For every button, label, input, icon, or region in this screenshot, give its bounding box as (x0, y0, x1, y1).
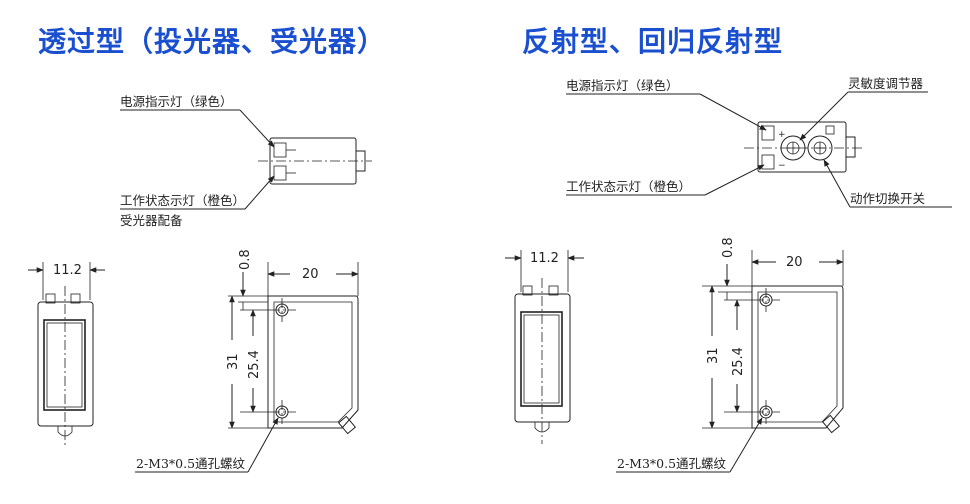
left-height-dim: 31 (226, 353, 241, 370)
right-length-dim: 20 (786, 255, 803, 270)
right-width-dim: 11.2 (530, 251, 559, 266)
left-front-view: 11.2 (28, 262, 105, 446)
left-hole-note: 2-M3*0.5通孔螺纹 (136, 456, 246, 471)
right-front-led-1 (522, 285, 533, 296)
left-side-view: 20 0.8 31 25.4 2-M3*0.5 (135, 249, 359, 473)
right-sensitivity-label: 灵敏度调节器 (848, 76, 924, 91)
left-front-led-2 (70, 293, 81, 304)
left-lens-window (43, 319, 86, 411)
right-hole-note: 2-M3*0.5通孔螺纹 (617, 456, 727, 471)
right-mode-switch-label: 动作切换开关 (850, 191, 925, 206)
right-top-view: 电源指示灯（绿色） 灵敏度调节器 + − 工作状态示灯（橙色） 动作切换开关 (566, 76, 952, 208)
left-front-body (37, 301, 94, 427)
right-front-body (514, 293, 571, 423)
title-reflective: 反射型、回归反射型 (522, 25, 784, 58)
left-receiver-note: 受光器配备 (120, 213, 183, 228)
right-gap-dim: 0.8 (721, 237, 736, 258)
right-power-led (761, 125, 775, 141)
right-connector-stub (845, 136, 856, 158)
left-width-dim: 11.2 (53, 263, 82, 278)
minus-mark: − (778, 161, 786, 171)
right-sensor-top-body (757, 121, 847, 173)
left-length-dim: 20 (302, 267, 319, 282)
right-height-dim: 31 (706, 347, 721, 364)
left-hole-pitch-dim: 25.4 (247, 350, 262, 379)
right-side-view: 20 0.8 31 25.4 2-M3*0.5通孔螺纹 (616, 237, 844, 473)
left-status-led (273, 165, 287, 181)
left-gap-dim: 0.8 (238, 249, 253, 270)
right-status-led (761, 154, 775, 170)
title-transmissive: 透过型（投光器、受光器） (38, 25, 387, 58)
left-power-indicator-label: 电源指示灯（绿色） (120, 94, 233, 109)
right-front-view: 11.2 (505, 250, 584, 444)
left-status-indicator-label: 工作状态示灯（橙色） (120, 193, 245, 208)
left-front-led-1 (45, 293, 56, 304)
right-side-body (751, 285, 844, 429)
right-hole-pitch-dim: 25.4 (731, 347, 746, 376)
left-side-connector (337, 415, 357, 435)
right-power-indicator-label: 电源指示灯（绿色） (566, 78, 679, 93)
left-power-led (273, 142, 287, 158)
left-side-body (267, 295, 359, 429)
right-status-indicator-label: 工作状态示灯（橙色） (566, 179, 691, 194)
right-lens-window (520, 311, 563, 407)
right-front-led-2 (548, 285, 559, 296)
plus-mark: + (778, 130, 786, 140)
mode-switch-mark (825, 125, 835, 135)
left-top-view: 电源指示灯（绿色） 工作状态示灯（橙色） 受光器配备 (120, 94, 372, 228)
right-side-connector (821, 414, 841, 434)
